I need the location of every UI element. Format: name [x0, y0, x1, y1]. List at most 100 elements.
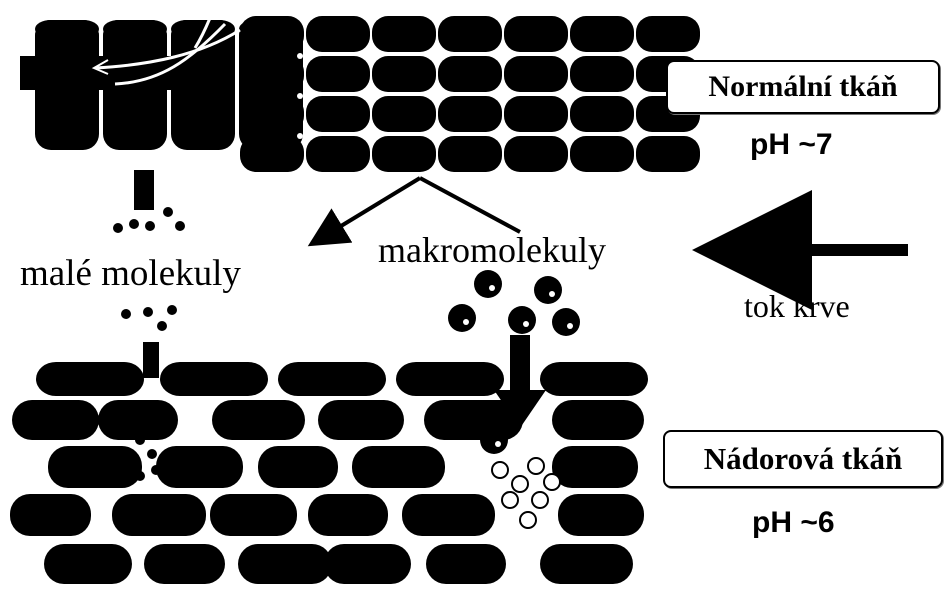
tumor-cell — [44, 544, 132, 584]
cell-junction — [627, 93, 633, 99]
tumor-cell — [540, 544, 633, 584]
cell-junction — [495, 53, 501, 59]
accumulated-macromolecule — [502, 492, 518, 508]
tumor-cell — [258, 446, 338, 488]
tumor-cell — [278, 362, 386, 396]
cell-junction — [627, 133, 633, 139]
tumor-cell — [552, 446, 638, 488]
accumulated-macromolecule — [492, 462, 508, 478]
accumulated-macromolecule — [520, 512, 536, 528]
tumor-cell — [12, 400, 99, 440]
tumor-cell — [160, 362, 268, 396]
normal-cell — [636, 16, 700, 52]
macromolecule — [474, 270, 502, 298]
normal-cell — [240, 56, 304, 92]
small-molecule — [163, 207, 173, 217]
tumor-cell — [36, 362, 144, 396]
small-molecule — [157, 321, 167, 331]
macromolecule — [534, 276, 562, 304]
tumor-cell — [210, 494, 297, 536]
cell-junction — [297, 93, 303, 99]
cell-junction — [561, 53, 567, 59]
blood-flow-label: tok krve — [744, 290, 850, 322]
tumor-cell — [238, 544, 332, 584]
tumor-tissue-label-box: Nádorová tkáň — [663, 430, 943, 488]
macromolecule — [552, 308, 580, 336]
small-molecule — [135, 471, 145, 481]
tumor-cell — [48, 446, 142, 488]
normal-cell — [438, 56, 502, 92]
cell-junction — [495, 133, 501, 139]
small-molecule-channel — [134, 170, 154, 210]
small-molecule-channel — [143, 342, 159, 378]
normal-cell — [372, 56, 436, 92]
accumulated-macromolecule — [544, 474, 560, 490]
cell-junction — [429, 53, 435, 59]
small-molecule — [145, 221, 155, 231]
normal-cell — [306, 56, 370, 92]
tumor-cell — [212, 400, 305, 440]
small-molecule — [127, 457, 137, 467]
accumulated-macromolecule — [528, 458, 544, 474]
normal-cell — [570, 96, 634, 132]
normal-cell — [504, 136, 568, 172]
normal-cell — [372, 16, 436, 52]
accumulated-macromolecule — [512, 476, 528, 492]
normal-cell — [240, 136, 304, 172]
tumor-ph-label: pH ~6 — [752, 508, 835, 538]
macromolecule-highlight — [463, 319, 469, 325]
normal-ph-label: pH ~7 — [750, 130, 833, 160]
tumor-cell — [10, 494, 91, 536]
macromolecule-highlight — [495, 441, 501, 447]
normal-cell — [240, 96, 304, 132]
cell-junction — [363, 93, 369, 99]
tumor-cell — [98, 400, 178, 440]
small-molecule — [167, 305, 177, 315]
tumor-cell — [396, 362, 504, 396]
cell-junction — [561, 93, 567, 99]
macromolecule-highlight — [489, 285, 495, 291]
normal-cell — [372, 96, 436, 132]
normal-cell — [504, 16, 568, 52]
small-molecule — [121, 309, 131, 319]
tumor-cell — [324, 544, 411, 584]
normal-cell — [636, 136, 700, 172]
cell-junction — [363, 133, 369, 139]
tumor-cell — [112, 494, 206, 536]
small-molecule — [113, 223, 123, 233]
small-molecule — [135, 435, 145, 445]
macromolecule-highlight — [567, 323, 573, 329]
small-molecule — [147, 449, 157, 459]
cell-junction — [495, 93, 501, 99]
normal-tissue-label: Normální tkáň — [708, 70, 897, 104]
normal-cell — [570, 136, 634, 172]
small-molecule — [129, 219, 139, 229]
small-molecules-label: malé molekuly — [20, 255, 241, 292]
macromolecule-highlight — [523, 321, 529, 327]
normal-cell — [438, 96, 502, 132]
macromolecule-highlight — [549, 291, 555, 297]
arrow-to-macromolecules — [420, 178, 520, 232]
normal-tissue-label-box: Normální tkáň — [666, 60, 940, 114]
normal-cell — [438, 136, 502, 172]
cell-junction — [297, 53, 303, 59]
normal-cell — [570, 16, 634, 52]
accumulated-macromolecule — [532, 492, 548, 508]
tumor-tissue-wall — [10, 342, 648, 584]
normal-cell — [504, 56, 568, 92]
tumor-cell — [558, 494, 644, 536]
small-molecule — [151, 465, 161, 475]
tumor-cell — [308, 494, 388, 536]
normal-cell — [570, 56, 634, 92]
macromolecules-label: makromolekuly — [378, 232, 606, 268]
macromolecule — [480, 426, 508, 454]
normal-cell — [240, 16, 304, 52]
tumor-cell — [144, 544, 225, 584]
small-molecule — [143, 307, 153, 317]
normal-cell — [306, 16, 370, 52]
tumor-cell — [552, 400, 644, 440]
normal-cell — [372, 136, 436, 172]
tumor-cell — [318, 400, 404, 440]
tumor-cell — [156, 446, 243, 488]
